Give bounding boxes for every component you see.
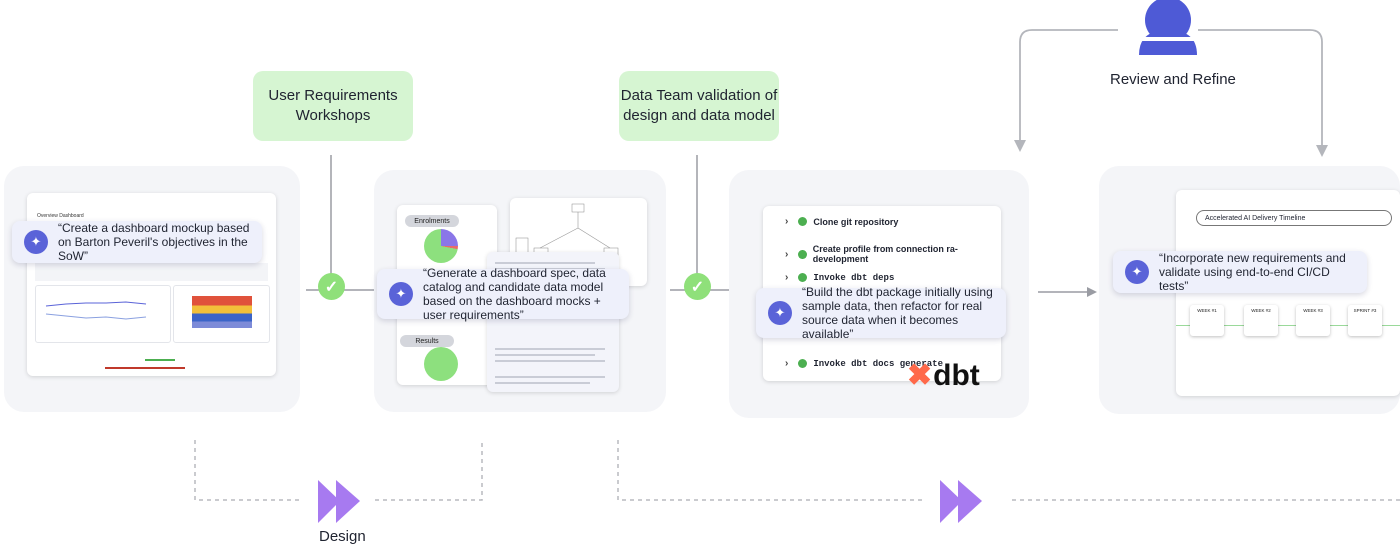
dbt-step: ›Invoke dbt docs generate <box>785 358 943 369</box>
timeline-week: WEEK #1 <box>1190 305 1224 336</box>
timeline-screenshot: Accelerated AI Delivery Timeline WEEK #1… <box>1176 190 1400 396</box>
mockup-title: Overview Dashboard <box>37 213 84 219</box>
check-circle-icon <box>798 359 808 368</box>
workshops-label: User Requirements Workshops <box>268 87 398 124</box>
enrolments-pie <box>424 229 458 263</box>
fast-forward-icon <box>318 480 360 523</box>
spec-prompt-bubble: ✦ “Generate a dashboard spec, data catal… <box>377 266 629 322</box>
dbt-logo: ✖ dbt <box>907 361 980 391</box>
sparkle-icon: ✦ <box>24 230 48 254</box>
check-circle-icon <box>798 217 808 226</box>
check-icon: ✓ <box>318 273 345 300</box>
chevron-right-icon: › <box>785 248 789 260</box>
chevron-right-icon: › <box>785 216 789 227</box>
data-team-validation-box: Data Team validation of design and data … <box>619 71 779 141</box>
sparkle-icon: ✦ <box>389 282 413 306</box>
sparkle-icon: ✦ <box>768 301 792 325</box>
fast-forward-icon <box>940 480 982 523</box>
design-phase-label: Design <box>319 528 366 545</box>
timeline-title: Accelerated AI Delivery Timeline <box>1196 210 1392 226</box>
cicd-prompt-text: “Incorporate new requirements and valida… <box>1159 251 1346 293</box>
mockup-bar-chart <box>173 285 270 343</box>
mockup-prompt-text: “Create a dashboard mockup based on Bart… <box>58 221 250 263</box>
cicd-prompt-bubble: ✦ “Incorporate new requirements and vali… <box>1113 251 1367 293</box>
user-requirements-workshops-box: User Requirements Workshops <box>253 71 413 141</box>
check-circle-icon <box>798 273 808 282</box>
timeline-week: WEEK #2 <box>1244 305 1278 336</box>
timeline-week: WEEK #3 <box>1296 305 1330 336</box>
dbt-step: ›Create profile from connection ra-devel… <box>785 244 958 264</box>
mockup-table <box>35 345 268 371</box>
mockup-kpi-row <box>35 263 268 281</box>
mockup-line-chart <box>35 285 171 343</box>
results-pie <box>424 347 458 381</box>
validation-label: Data Team validation of design and data … <box>620 87 778 124</box>
enrolments-pill: Enrolments <box>405 215 459 227</box>
review-and-refine-label: Review and Refine <box>1110 71 1236 88</box>
person-icon <box>1136 0 1200 55</box>
dbt-logo-text: dbt <box>933 359 980 392</box>
check-circle-icon <box>798 249 807 259</box>
dbt-step: ›Clone git repository <box>785 216 899 227</box>
results-pill: Results <box>400 335 454 347</box>
chevron-right-icon: › <box>785 358 789 369</box>
spec-prompt-text: “Generate a dashboard spec, data catalog… <box>423 266 606 322</box>
sparkle-icon: ✦ <box>1125 260 1149 284</box>
chevron-right-icon: › <box>785 272 789 283</box>
dbt-prompt-bubble: ✦ “Build the dbt package initially using… <box>756 285 1006 341</box>
dbt-prompt-text: “Build the dbt package initially using s… <box>802 285 993 341</box>
mockup-prompt-bubble: ✦ “Create a dashboard mockup based on Ba… <box>12 221 262 263</box>
dbt-step: ›Invoke dbt deps <box>785 272 895 283</box>
timeline-week: SPRINT #3 <box>1348 305 1382 336</box>
check-icon: ✓ <box>684 273 711 300</box>
dbt-logo-icon: ✖ <box>907 359 933 392</box>
